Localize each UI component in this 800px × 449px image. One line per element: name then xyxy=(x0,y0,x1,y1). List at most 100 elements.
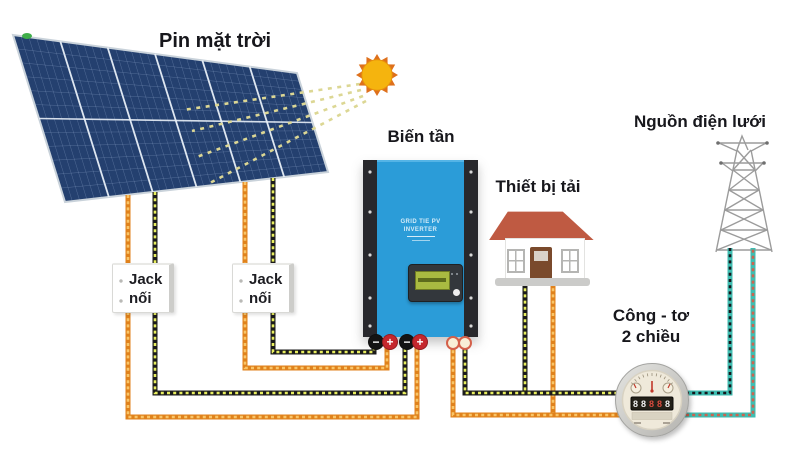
meter-dial-left-needle xyxy=(633,383,637,389)
ac-neutral-wire-dashes xyxy=(463,344,655,395)
inverter-lcd-screen xyxy=(415,271,450,290)
meter-dial-right-needle xyxy=(667,383,671,389)
panel-corner-marker xyxy=(22,33,32,39)
inverter-display-panel xyxy=(408,264,463,302)
tower-brace xyxy=(724,189,760,211)
meter-fineprint-right xyxy=(663,422,670,424)
label-solar-panel: Pin mặt trời xyxy=(158,30,271,52)
meter-digit-2: 8 xyxy=(641,399,646,409)
insulator-dot xyxy=(716,141,720,145)
energy-meter: 8 8 8 8 8 xyxy=(615,363,689,437)
solar-panel-gridline xyxy=(25,76,305,98)
pv2-minus-wire-lower xyxy=(270,312,377,355)
solar-panel-gridline xyxy=(21,62,303,90)
inverter-brand-text: GRID TIE PV INVERTER xyxy=(377,218,464,241)
dc-plus-terminal-2: + xyxy=(412,334,428,350)
tower-brace xyxy=(732,169,760,191)
sun-core xyxy=(361,59,393,91)
tower-brace xyxy=(736,149,756,171)
tower-brace xyxy=(728,169,756,191)
tower-crossarm-strut xyxy=(718,142,738,152)
label-inverter: Biến tần xyxy=(387,127,455,146)
inverter-brand-line2: INVERTER xyxy=(403,227,438,233)
house-door-window xyxy=(534,251,548,261)
insulator-dot xyxy=(719,161,723,165)
solar-panel-gridline xyxy=(56,155,323,175)
inverter-display-button xyxy=(453,289,460,296)
tower-brace xyxy=(720,229,772,251)
solar-panel-gridline xyxy=(38,117,313,124)
pv2-minus-wire-lower-dashes xyxy=(271,312,376,354)
house-platform xyxy=(495,278,590,286)
solar-panel-gridline xyxy=(34,104,310,115)
tower-brace xyxy=(724,209,768,231)
dc-plus-terminal-1: + xyxy=(382,334,398,350)
house-window-right xyxy=(561,249,579,273)
sun-ray xyxy=(193,94,364,160)
meter-center-needle-hub xyxy=(650,389,654,393)
sun-ray xyxy=(182,82,361,112)
inverter-brand-line1: GRID TIE PV xyxy=(400,219,441,225)
label-meter: Công - tơ 2 chiều xyxy=(592,305,710,347)
meter-tick xyxy=(663,376,666,380)
meter-tick xyxy=(659,374,662,378)
tower-leg-right xyxy=(750,149,773,253)
inverter-display-led-1 xyxy=(451,273,453,275)
tower-brace xyxy=(716,229,768,251)
label-load: Thiết bị tải xyxy=(495,177,581,196)
tower-crossarm-strut xyxy=(750,142,767,152)
house-door xyxy=(530,247,552,286)
sun-ray xyxy=(191,88,362,133)
inverter-display-led-2 xyxy=(456,273,458,275)
tower-leg-left xyxy=(715,149,738,253)
tower-brace xyxy=(732,149,752,171)
ac-terminal-neutral xyxy=(458,336,472,350)
meter-tick xyxy=(646,373,649,377)
meter-tick xyxy=(638,376,641,380)
load-house xyxy=(485,205,600,295)
junction-box-1: Jack nối xyxy=(112,263,174,313)
meter-tick xyxy=(634,379,637,382)
pv2-plus-wire-lower-dashes xyxy=(243,312,389,370)
pv1-plus-wire-lower-dashes xyxy=(126,312,419,419)
tower-peak xyxy=(736,134,749,151)
meter-tick-marks xyxy=(631,373,673,385)
meter-face-graphic: 8 8 8 8 8 xyxy=(621,369,683,431)
tower-crossarm-strut xyxy=(721,162,734,172)
transmission-tower xyxy=(715,134,773,253)
inverter-body: GRID TIE PV INVERTER xyxy=(377,160,464,337)
junction-box-1-label-line1: Jack xyxy=(129,270,163,288)
junction-box-2: Jack nối xyxy=(232,263,294,313)
meter-nameplate-strip xyxy=(631,412,673,420)
label-meter-line2: 2 chiều xyxy=(621,327,681,346)
meter-digit-4: 8 xyxy=(657,399,662,409)
solar-panel-gridline xyxy=(43,130,316,133)
tower-crossarm-strut xyxy=(754,162,764,172)
solar-panel-gridline xyxy=(51,147,321,161)
house-window-left xyxy=(507,249,525,273)
junction-box-2-label-line1: Jack xyxy=(249,270,283,288)
tower-brace xyxy=(720,209,764,231)
meter-register xyxy=(630,396,674,411)
meter-fineprint-left xyxy=(634,422,641,424)
label-meter-line1: Công - tơ xyxy=(612,306,690,325)
solar-panel-gridline xyxy=(47,138,318,147)
meter-tick xyxy=(642,374,645,378)
junction-box-2-label-line2: nối xyxy=(249,289,272,307)
house-roof xyxy=(489,211,594,240)
ac-live-wire-dashes xyxy=(451,344,655,417)
inverter-right-rail xyxy=(464,160,478,337)
junction-box-1-label-line2: nối xyxy=(129,289,152,307)
inverter-brand-underline xyxy=(406,236,435,237)
grid-wire-live-dashes xyxy=(655,248,755,417)
inverter-brand-underline2 xyxy=(411,240,430,241)
meter-tick xyxy=(655,373,658,377)
solar-panel-gridline xyxy=(30,90,308,107)
pv1-minus-wire-lower-dashes xyxy=(153,312,407,395)
inverter-unit: GRID TIE PV INVERTER − + − + xyxy=(363,160,478,350)
tower-brace xyxy=(728,189,764,211)
solar-panel-gridline xyxy=(17,48,300,82)
meter-digit-3: 8 xyxy=(649,399,654,409)
